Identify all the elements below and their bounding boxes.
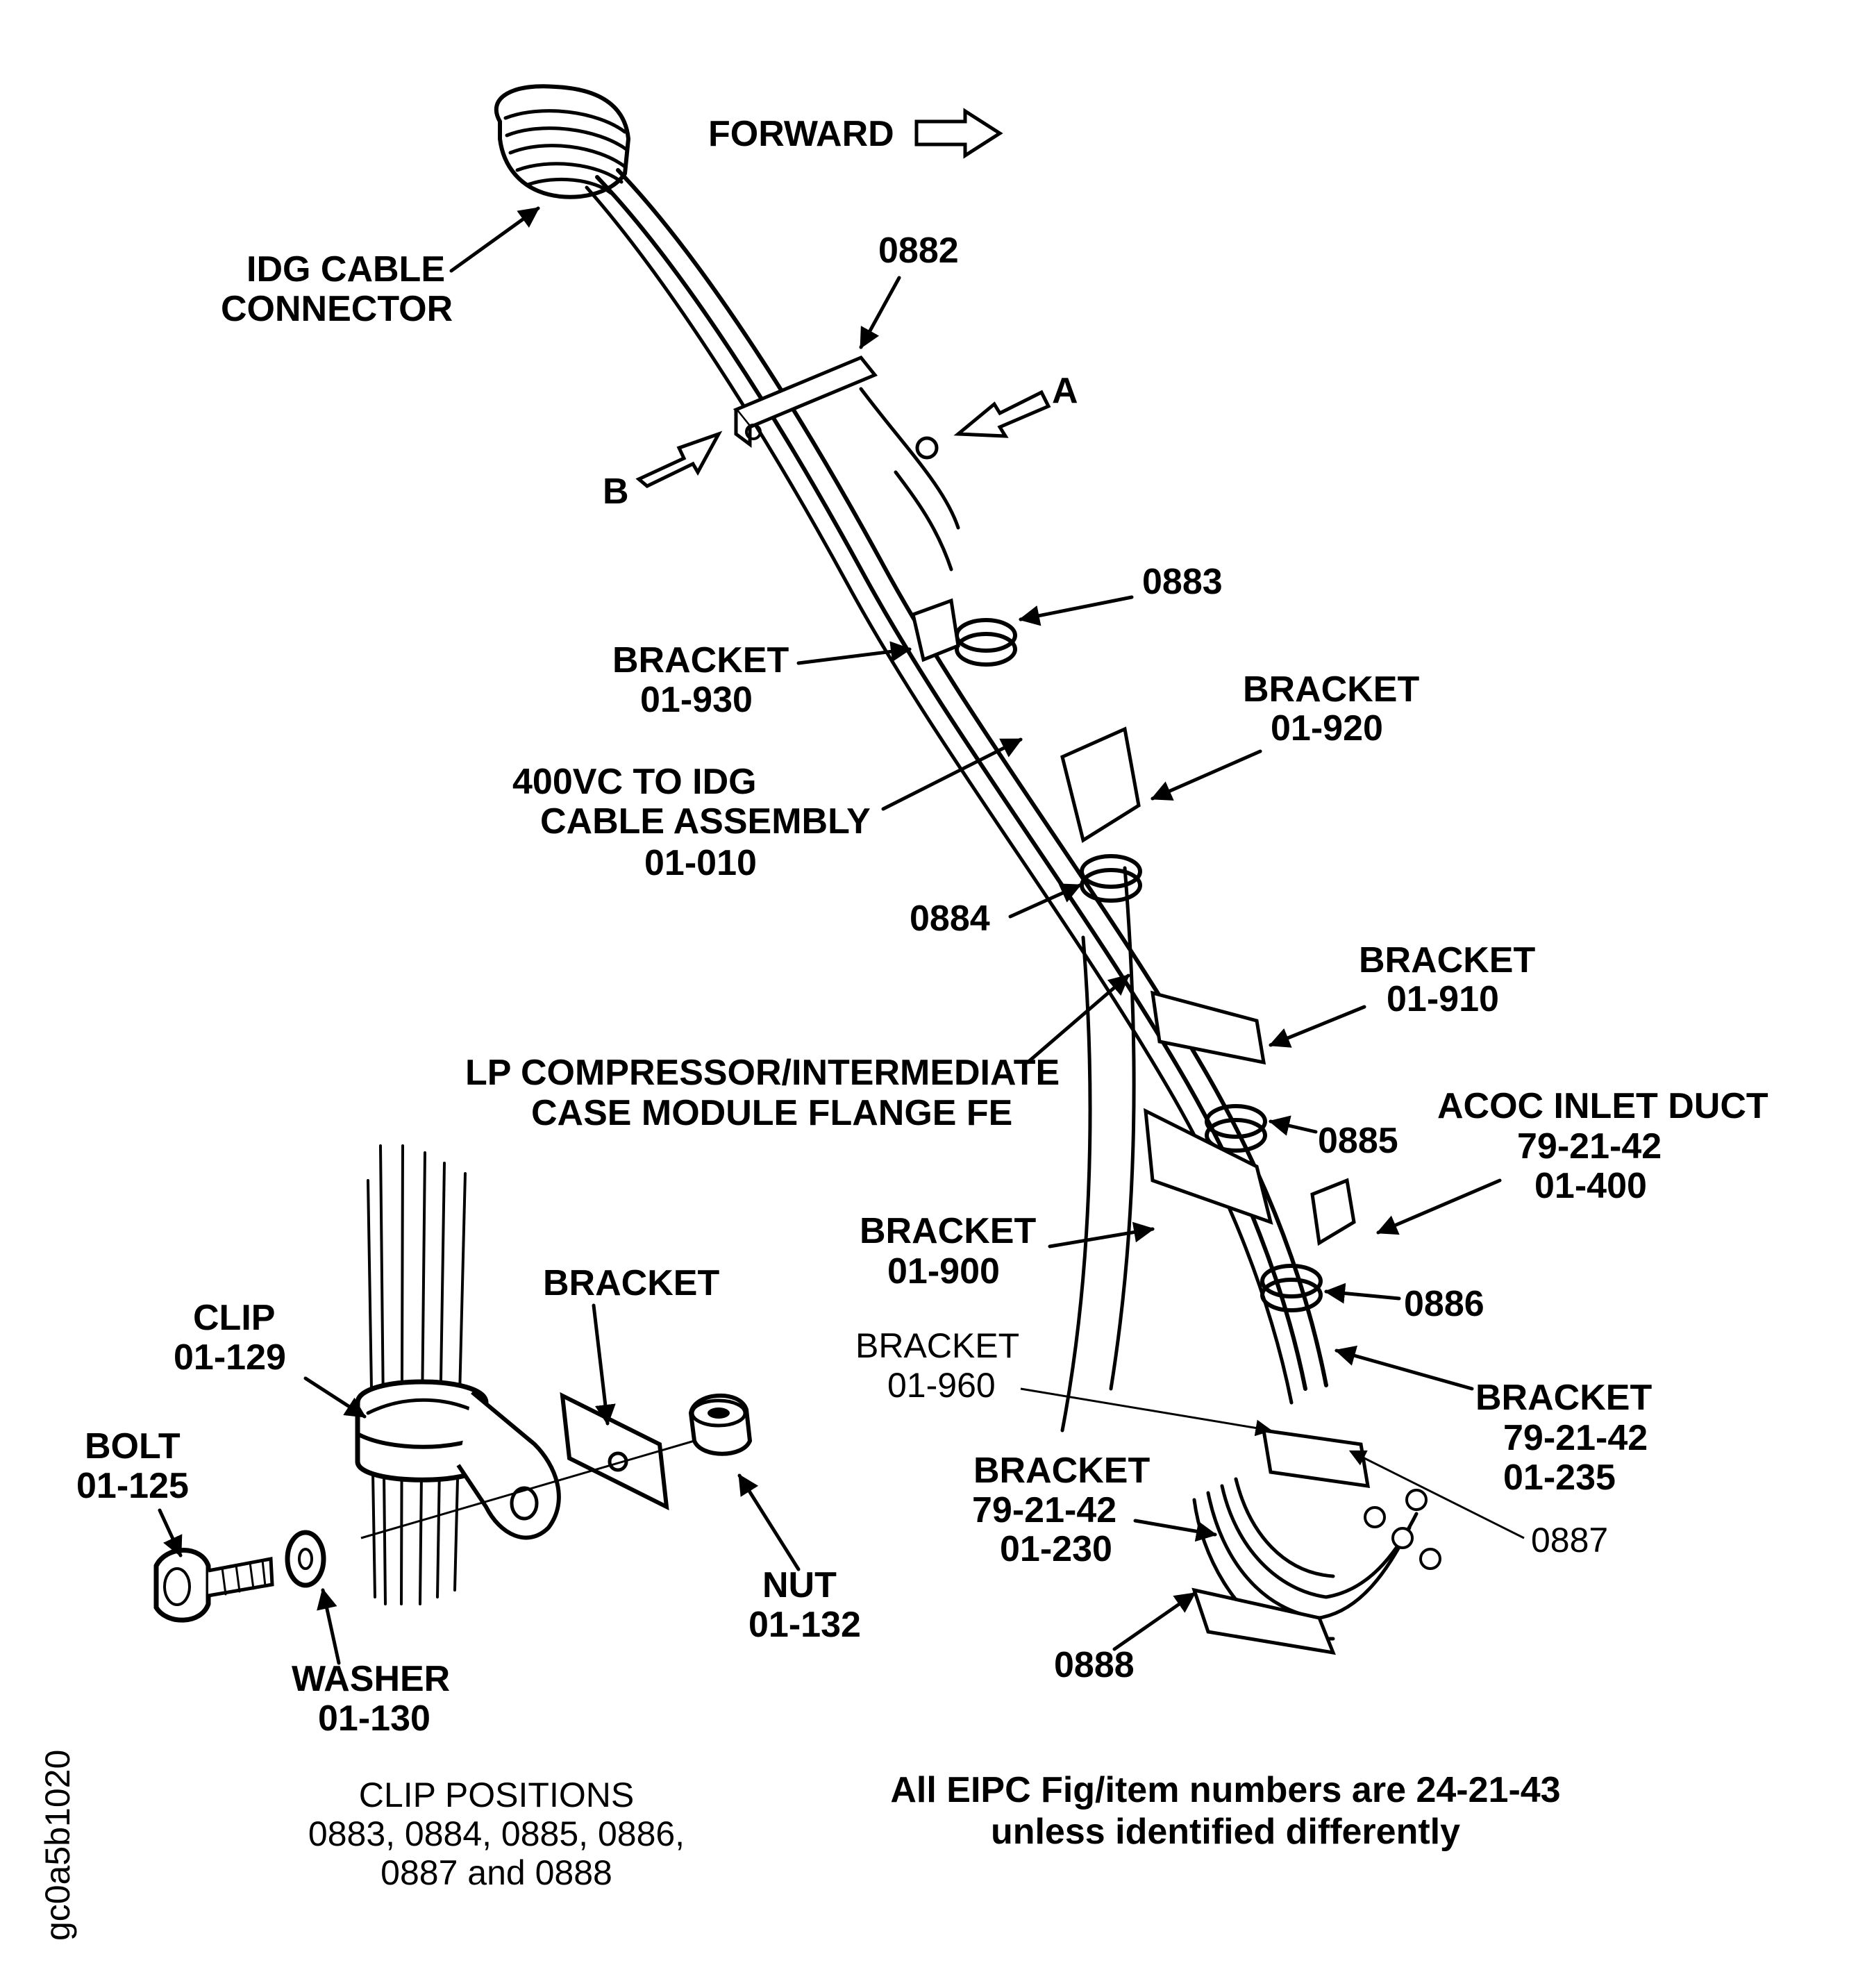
acoc-duct-label-2: 79-21-42 <box>1517 1126 1662 1167</box>
callout-acoc-duct: ACOC INLET DUCT 79-21-42 01-400 <box>1376 1086 1768 1235</box>
forward-label: FORWARD <box>708 114 894 154</box>
callout-nut: NUT 01-132 <box>737 1473 861 1645</box>
bracket-960-label-2: 01-960 <box>887 1366 996 1405</box>
callout-cable-assembly: 400VC TO IDG CABLE ASSEMBLY 01-010 <box>512 737 1023 883</box>
callout-detail-bracket: BRACKET <box>543 1263 719 1426</box>
bracket-960-label-1: BRACKET <box>855 1326 1019 1365</box>
detail-bracket-label: BRACKET <box>543 1263 719 1303</box>
washer-label-2: 01-130 <box>318 1698 430 1739</box>
forward-arrow-icon <box>914 108 1003 159</box>
callout-0883: 0883 <box>1019 562 1223 626</box>
view-arrow-a: A <box>953 371 1078 438</box>
label-0887: 0887 <box>1531 1521 1608 1560</box>
bracket-920-label-2: 01-920 <box>1271 708 1383 749</box>
callout-idg-connector: IDG CABLE CONNECTOR <box>221 206 540 329</box>
view-a-label: A <box>1052 371 1078 411</box>
bracket-235-label-3: 01-235 <box>1503 1457 1616 1498</box>
callout-0888: 0888 <box>1054 1592 1196 1685</box>
detail-clip <box>355 1379 561 1540</box>
callout-bracket-930: BRACKET 01-930 <box>612 640 912 720</box>
callout-0887: 0887 <box>1348 1450 1608 1560</box>
label-0883: 0883 <box>1142 562 1223 602</box>
bracket-930-label-2: 01-930 <box>640 680 753 720</box>
cable-assembly-label-1: 400VC TO IDG <box>512 762 757 802</box>
label-0886: 0886 <box>1404 1284 1484 1324</box>
eipc-note: All EIPC Fig/item numbers are 24-21-43 u… <box>890 1770 1560 1852</box>
bolt-label-1: BOLT <box>85 1426 181 1467</box>
callout-0885: 0885 <box>1269 1115 1398 1161</box>
callout-bracket-235: BRACKET 79-21-42 01-235 <box>1335 1345 1652 1498</box>
detail-washer <box>285 1530 326 1588</box>
bracket-910-label-2: 01-910 <box>1387 979 1499 1019</box>
clip-0882-illustration <box>733 355 939 460</box>
bracket-235-label-2: 79-21-42 <box>1503 1418 1648 1458</box>
nut-label-2: 01-132 <box>748 1605 861 1645</box>
callout-0882: 0882 <box>859 231 959 349</box>
clip-positions-line-1: 0883, 0884, 0885, 0886, <box>308 1814 685 1853</box>
label-0882: 0882 <box>878 231 959 271</box>
arrow-a-icon <box>953 390 1051 438</box>
clip-positions-title: CLIP POSITIONS <box>359 1776 634 1814</box>
bolt-label-2: 01-125 <box>76 1466 189 1506</box>
eipc-note-line-1: All EIPC Fig/item numbers are 24-21-43 <box>890 1770 1560 1810</box>
nut-label-1: NUT <box>762 1565 837 1605</box>
callout-0884: 0884 <box>910 883 1082 939</box>
bracket-900-label-1: BRACKET <box>860 1211 1036 1251</box>
callout-bracket-960: BRACKET 01-960 <box>855 1326 1273 1437</box>
idg-connector-label-2: CONNECTOR <box>221 289 453 329</box>
flange-curve <box>1060 866 1136 1432</box>
callout-clip: CLIP 01-129 <box>174 1298 367 1419</box>
clip-label-2: 01-129 <box>174 1337 286 1378</box>
callout-0886: 0886 <box>1324 1283 1484 1324</box>
detail-cables <box>367 1144 467 1605</box>
callout-bolt: BOLT 01-125 <box>76 1426 189 1557</box>
bracket-230-label-3: 01-230 <box>1000 1529 1112 1569</box>
callout-bracket-920: BRACKET 01-920 <box>1151 669 1419 801</box>
view-arrow-b: B <box>603 431 723 512</box>
terminal-fanout <box>1191 1477 1441 1655</box>
cable-assembly-label-2: CABLE ASSEMBLY <box>540 801 871 842</box>
bracket-930-label-1: BRACKET <box>612 640 789 680</box>
detail-bracket-plate <box>560 1392 669 1511</box>
view-b-label: B <box>603 471 629 512</box>
lp-flange-label-2: CASE MODULE FLANGE FE <box>531 1093 1012 1133</box>
harness-brackets <box>911 598 1371 1488</box>
idg-connector-illustration <box>494 84 631 199</box>
callout-bracket-230: BRACKET 79-21-42 01-230 <box>972 1451 1217 1569</box>
label-0884: 0884 <box>910 899 990 939</box>
acoc-duct-label-1: ACOC INLET DUCT <box>1437 1086 1768 1126</box>
clip-detail-drawing <box>153 1144 753 1623</box>
detail-nut <box>688 1394 753 1456</box>
bracket-920-label-1: BRACKET <box>1243 669 1419 710</box>
bracket-230-label-1: BRACKET <box>973 1451 1150 1491</box>
cable-harness-drawing <box>494 84 1441 1655</box>
bracket-235-label-1: BRACKET <box>1475 1378 1652 1418</box>
cable-assembly-label-3: 01-010 <box>644 843 757 883</box>
callout-bracket-910: BRACKET 01-910 <box>1269 940 1535 1048</box>
bracket-900-label-2: 01-900 <box>887 1251 1000 1292</box>
figure-id: gc0a5b1020 <box>38 1750 77 1941</box>
eipc-note-line-2: unless identified differently <box>991 1812 1460 1852</box>
clip-label-1: CLIP <box>193 1298 275 1338</box>
forward-indicator: FORWARD <box>708 108 1003 159</box>
lp-flange-label-1: LP COMPRESSOR/INTERMEDIATE <box>465 1053 1060 1093</box>
label-0888: 0888 <box>1054 1645 1135 1685</box>
callout-bracket-900: BRACKET 01-900 <box>860 1211 1155 1292</box>
clip-positions-line-2: 0887 and 0888 <box>380 1853 612 1892</box>
acoc-duct-label-3: 01-400 <box>1534 1166 1647 1206</box>
idg-connector-label-1: IDG CABLE <box>246 249 445 290</box>
clip-positions-note: CLIP POSITIONS 0883, 0884, 0885, 0886, 0… <box>308 1776 685 1892</box>
label-0885: 0885 <box>1318 1121 1398 1161</box>
callout-washer: WASHER 01-130 <box>292 1588 450 1739</box>
detail-bolt <box>153 1548 274 1623</box>
arrow-b-icon <box>635 431 723 488</box>
bracket-910-label-1: BRACKET <box>1359 940 1535 980</box>
callout-lp-flange: LP COMPRESSOR/INTERMEDIATE CASE MODULE F… <box>465 974 1130 1133</box>
washer-label-1: WASHER <box>292 1659 450 1699</box>
bracket-230-label-2: 79-21-42 <box>972 1490 1116 1530</box>
